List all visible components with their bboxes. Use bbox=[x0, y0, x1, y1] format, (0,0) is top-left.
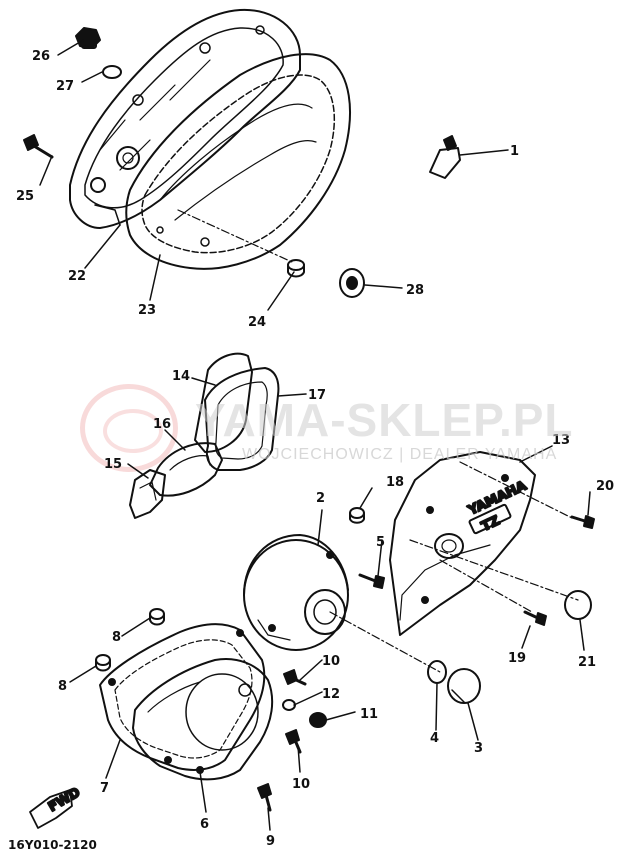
part-1-clamp bbox=[429, 135, 461, 179]
part-20-bolt bbox=[570, 515, 595, 529]
part-14-gasket bbox=[194, 352, 253, 453]
callout-14: 14 bbox=[172, 369, 190, 384]
part-21-plug bbox=[564, 590, 592, 620]
part-7-gasket bbox=[99, 623, 266, 771]
callout-25: 25 bbox=[16, 189, 34, 204]
fwd-arrow-icon bbox=[29, 789, 73, 829]
part-28-damper bbox=[339, 268, 365, 298]
part-22-crankcase-cover bbox=[69, 8, 301, 229]
callout-2: 2 bbox=[316, 491, 325, 506]
callout-22: 22 bbox=[68, 269, 86, 284]
part-8-dowel-upper bbox=[149, 608, 165, 626]
part-6-clutch-cover bbox=[132, 658, 274, 781]
part-13-sprocket-cover bbox=[389, 451, 536, 636]
callout-24: 24 bbox=[248, 315, 266, 330]
diagram-code: 16Y010-2120 bbox=[8, 838, 97, 852]
part-4-o-ring bbox=[427, 660, 447, 684]
watermark-text: YAMA-SKLEP.PL bbox=[195, 394, 574, 446]
callout-1: 1 bbox=[510, 144, 519, 159]
part-25-bolt bbox=[23, 134, 54, 159]
cover-label-brand: YAMAHA bbox=[465, 479, 529, 519]
callout-11: 11 bbox=[360, 707, 378, 722]
callout-17: 17 bbox=[308, 388, 326, 403]
callout-10-upper: 10 bbox=[322, 654, 340, 669]
callout-21: 21 bbox=[578, 655, 596, 670]
part-24-dowel bbox=[287, 259, 305, 278]
part-12-washer bbox=[282, 699, 296, 711]
callout-23: 23 bbox=[138, 303, 156, 318]
part-5-bolt bbox=[358, 573, 385, 589]
callout-26: 26 bbox=[32, 49, 50, 64]
part-8-dowel-lower bbox=[95, 654, 111, 672]
part-15-plate bbox=[129, 469, 166, 519]
callout-6: 6 bbox=[200, 817, 209, 832]
callout-10-lower: 10 bbox=[292, 777, 310, 792]
part-19-bolt bbox=[523, 610, 547, 626]
callout-13: 13 bbox=[552, 433, 570, 448]
callout-18: 18 bbox=[386, 475, 404, 490]
callout-12: 12 bbox=[322, 687, 340, 702]
watermark-subtext: WOJCIECHOWICZ | DEALER YAMAHA bbox=[242, 446, 558, 463]
callout-4: 4 bbox=[430, 731, 439, 746]
callout-8-lower: 8 bbox=[58, 679, 67, 694]
callout-19: 19 bbox=[508, 651, 526, 666]
part-3-cap bbox=[447, 668, 481, 704]
assembly-lines bbox=[177, 209, 579, 673]
part-2-magneto-cover bbox=[243, 534, 349, 651]
leader-lines bbox=[39, 41, 591, 831]
callout-8-upper: 8 bbox=[112, 630, 121, 645]
callout-9: 9 bbox=[266, 834, 275, 849]
part-27-o-ring bbox=[102, 65, 122, 79]
callout-5: 5 bbox=[376, 535, 385, 550]
callout-15: 15 bbox=[104, 457, 122, 472]
callout-16: 16 bbox=[153, 417, 171, 432]
part-9-bolt bbox=[257, 783, 272, 812]
watermark-logo bbox=[80, 384, 178, 472]
callout-28: 28 bbox=[406, 283, 424, 298]
part-11-nut bbox=[309, 712, 327, 728]
part-16-gasket bbox=[149, 442, 223, 497]
part-10-bolt-upper bbox=[283, 669, 307, 686]
callout-27: 27 bbox=[56, 79, 74, 94]
callout-3: 3 bbox=[474, 741, 483, 756]
cover-label-model: TZ bbox=[479, 513, 502, 534]
part-26-plug bbox=[75, 27, 101, 49]
callout-20: 20 bbox=[596, 479, 614, 494]
part-23-gasket bbox=[125, 53, 351, 270]
part-18-dowel bbox=[349, 507, 365, 524]
callout-7: 7 bbox=[100, 781, 109, 796]
